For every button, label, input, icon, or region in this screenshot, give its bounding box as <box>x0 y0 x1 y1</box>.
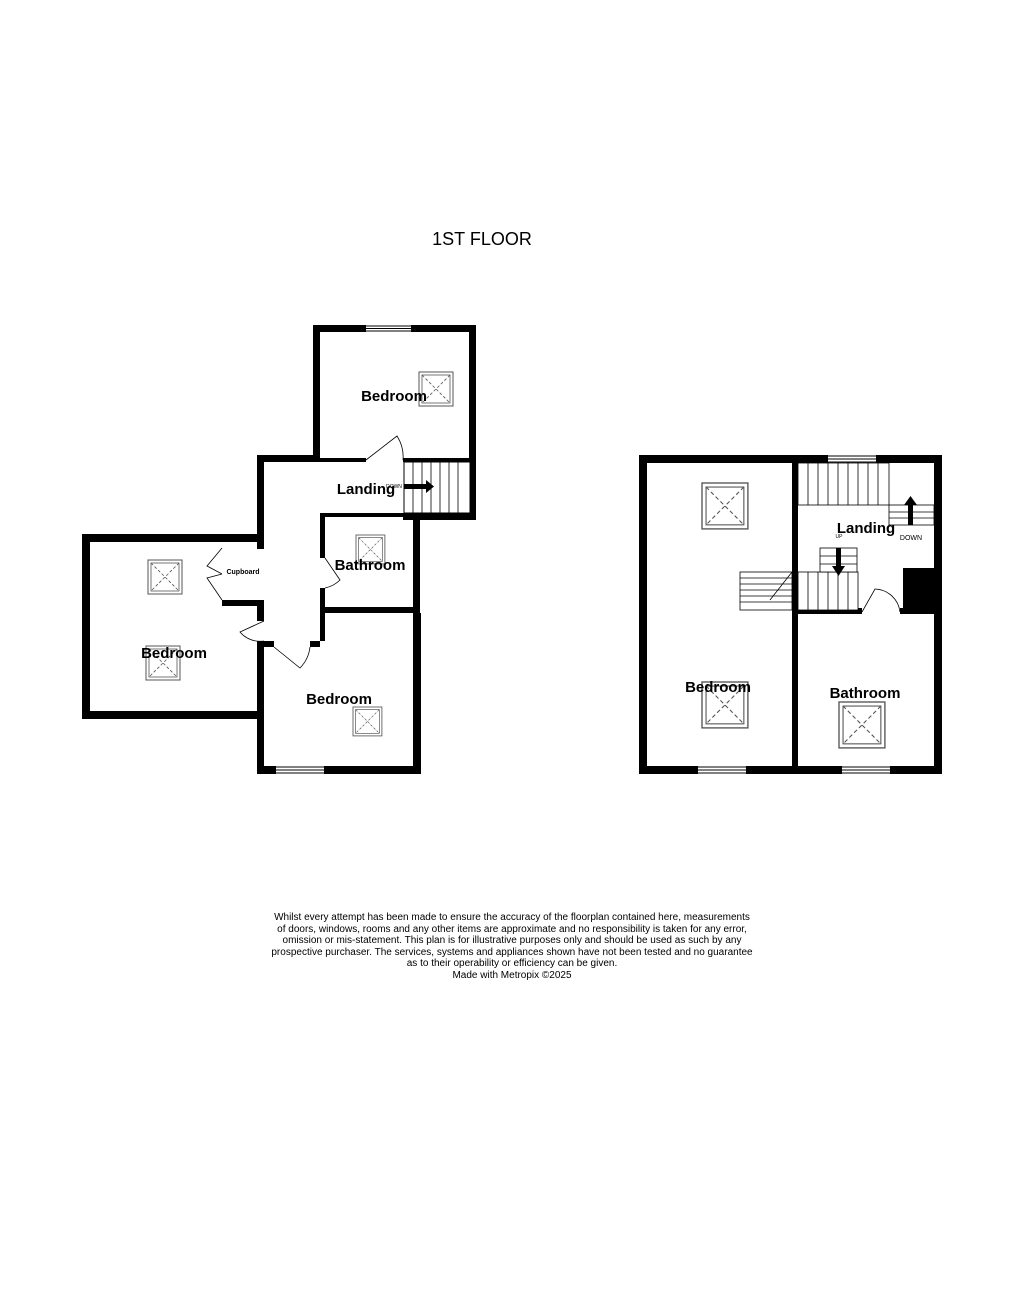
disclaimer: Whilst every attempt has been made to en… <box>262 912 762 981</box>
right-plan: Landing UP DOWN Bedroom Bathroom <box>639 455 942 774</box>
window-icon <box>698 766 746 774</box>
window-icon <box>842 766 890 774</box>
stair-label-down-right: DOWN <box>900 535 922 542</box>
room-label-cupboard: Cupboard <box>226 569 259 576</box>
disclaimer-credit: Made with Metropix ©2025 <box>452 969 572 981</box>
room-label-bedroom-bottom: Bedroom <box>306 691 372 708</box>
skylight-icon <box>701 482 749 530</box>
disclaimer-line: omission or mis-statement. This plan is … <box>282 935 742 946</box>
left-stairs <box>403 461 471 514</box>
right-outer-walls <box>639 455 942 774</box>
disclaimer-line: as to their operability or efficiency ca… <box>406 958 618 969</box>
skylight-icon <box>352 706 383 737</box>
disclaimer-line: prospective purchaser. The services, sys… <box>271 946 753 958</box>
left-plan: Bedroom Landing DOWN Bathroom Cupboard B… <box>82 325 476 774</box>
skylight-icon <box>838 701 886 749</box>
room-label-landing: Landing <box>337 481 395 498</box>
left-bathroom-walls <box>320 513 420 641</box>
right-stairs-top <box>797 462 935 526</box>
stair-label-down: DOWN <box>386 484 402 490</box>
room-label-bathroom-right: Bathroom <box>830 685 901 702</box>
room-label-bedroom-top: Bedroom <box>361 388 427 405</box>
room-label-bedroom-left: Bedroom <box>141 645 207 662</box>
stair-label-up: UP <box>836 534 844 540</box>
disclaimer-line: of doors, windows, rooms and any other i… <box>277 923 747 935</box>
door-icon <box>206 435 404 669</box>
window-icon <box>276 766 324 774</box>
left-bedroom-bottom-walls <box>257 613 421 774</box>
disclaimer-line: Whilst every attempt has been made to en… <box>274 912 750 923</box>
skylight-icon <box>147 559 183 595</box>
room-label-bedroom-right: Bedroom <box>685 679 751 696</box>
stair-arrow-icon <box>832 548 845 576</box>
left-bedroom-left-walls <box>82 534 264 719</box>
stair-arrow-icon <box>904 496 917 525</box>
stair-arrow-icon <box>426 480 434 493</box>
room-label-bathroom: Bathroom <box>335 557 406 574</box>
floor-title: 1ST FLOOR <box>432 229 532 249</box>
window-icon <box>366 325 411 332</box>
door-icon <box>861 588 901 613</box>
room-label-landing-right: Landing <box>837 520 895 537</box>
window-icon <box>828 455 876 463</box>
